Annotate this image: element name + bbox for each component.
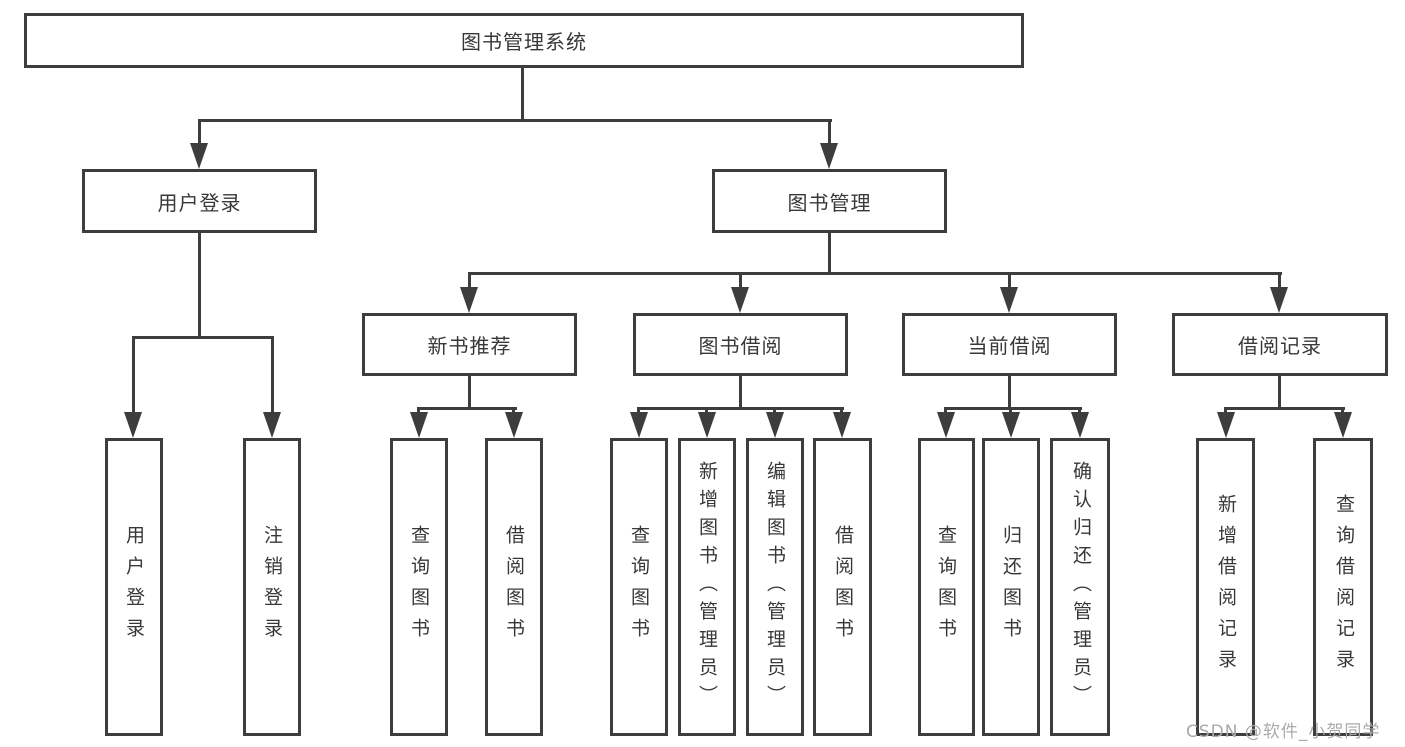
arrowhead-down	[1270, 287, 1288, 313]
connector-drop	[828, 119, 831, 147]
arrowhead-down	[190, 143, 208, 169]
connector-drop	[773, 407, 776, 415]
arrowhead-down	[766, 412, 784, 438]
connector-user-login-horizontal	[132, 336, 274, 339]
connector-drop	[1078, 407, 1081, 415]
leaf-borrow-books: 借阅图书	[813, 438, 872, 736]
connector-horizontal	[1224, 407, 1345, 410]
arrowhead-down	[410, 412, 428, 438]
connector-root-stem	[521, 68, 524, 122]
leaf-query-books-recommend: 查询图书	[390, 438, 448, 736]
node-label: 借阅图书	[503, 525, 525, 649]
node-label: 查询借阅记录	[1333, 494, 1355, 680]
node-label: 图书管理系统	[461, 30, 587, 54]
leaf-query-books-borrowing: 查询图书	[610, 438, 668, 736]
arrowhead-down	[1071, 412, 1089, 438]
node-label: 新书推荐	[427, 334, 512, 358]
connector-stem	[1278, 376, 1281, 410]
connector-drop	[944, 407, 947, 415]
connector-drop	[512, 407, 515, 415]
leaf-return-books: 归还图书	[982, 438, 1040, 736]
node-new-book-recommend: 新书推荐	[362, 313, 577, 376]
connector-drop	[132, 336, 135, 414]
node-label: 借阅图书	[832, 525, 854, 649]
connector-drop	[198, 119, 201, 147]
connector-stem	[468, 376, 471, 410]
node-library-system: 图书管理系统	[24, 13, 1024, 68]
connector-drop	[739, 272, 742, 290]
node-label: 归还图书	[1000, 525, 1022, 649]
leaf-query-books-current: 查询图书	[918, 438, 975, 736]
connector-root-horizontal	[198, 119, 832, 122]
connector-horizontal	[417, 407, 517, 410]
connector-drop	[840, 407, 843, 415]
connector-drop	[417, 407, 420, 415]
leaf-edit-books-admin: 编辑图书（管理员）	[746, 438, 804, 736]
node-label: 新增图书（管理员）	[696, 461, 718, 713]
node-borrowing-records: 借阅记录	[1172, 313, 1388, 376]
connector-stem	[1008, 376, 1011, 410]
arrowhead-down	[1002, 412, 1020, 438]
connector-horizontal	[637, 407, 844, 410]
connector-drop	[1008, 272, 1011, 290]
connector-drop	[1009, 407, 1012, 415]
connector-drop	[1341, 407, 1344, 415]
node-label: 当前借阅	[967, 334, 1052, 358]
connector-book-mgmt-horizontal	[468, 272, 1282, 275]
leaf-user-login: 用户登录	[105, 438, 163, 736]
node-label: 用户登录	[123, 525, 145, 649]
arrowhead-down	[1217, 412, 1235, 438]
leaf-add-borrow-record: 新增借阅记录	[1196, 438, 1255, 736]
arrowhead-down	[630, 412, 648, 438]
node-current-borrowing: 当前借阅	[902, 313, 1117, 376]
connector-horizontal	[944, 407, 1082, 410]
node-book-management: 图书管理	[712, 169, 947, 233]
connector-drop	[271, 336, 274, 414]
leaf-logout: 注销登录	[243, 438, 301, 736]
node-user-login: 用户登录	[82, 169, 317, 233]
connector-drop	[468, 272, 471, 290]
node-label: 借阅记录	[1238, 334, 1322, 358]
arrowhead-down	[698, 412, 716, 438]
node-label: 查询图书	[408, 525, 430, 649]
node-label: 新增借阅记录	[1215, 494, 1237, 680]
arrowhead-down	[1000, 287, 1018, 313]
connector-drop	[1224, 407, 1227, 415]
node-label: 用户登录	[157, 190, 242, 215]
arrowhead-down	[460, 287, 478, 313]
node-book-borrowing: 图书借阅	[633, 313, 848, 376]
node-label: 图书管理	[787, 190, 872, 215]
leaf-query-borrow-record: 查询借阅记录	[1313, 438, 1373, 736]
connector-drop	[1278, 272, 1281, 290]
arrowhead-down	[1334, 412, 1352, 438]
arrowhead-down	[505, 412, 523, 438]
csdn-watermark: CSDN @软件_小贺同学	[1186, 722, 1381, 742]
connector-user-login-stem	[198, 233, 201, 339]
connector-stem	[739, 376, 742, 410]
connector-drop	[705, 407, 708, 415]
node-label: 查询图书	[935, 525, 957, 649]
node-label: 确认归还（管理员）	[1070, 461, 1092, 713]
arrowhead-down	[731, 287, 749, 313]
node-label: 注销登录	[261, 525, 283, 649]
arrowhead-down	[124, 412, 142, 438]
leaf-add-books-admin: 新增图书（管理员）	[678, 438, 736, 736]
node-label: 编辑图书（管理员）	[764, 461, 786, 713]
connector-drop	[637, 407, 640, 415]
node-label: 查询图书	[628, 525, 650, 649]
node-label: 图书借阅	[698, 334, 783, 358]
arrowhead-down	[263, 412, 281, 438]
leaf-borrow-books-recommend: 借阅图书	[485, 438, 543, 736]
connector-book-mgmt-stem	[828, 233, 831, 275]
arrowhead-down	[833, 412, 851, 438]
leaf-confirm-return-admin: 确认归还（管理员）	[1050, 438, 1110, 736]
arrowhead-down	[937, 412, 955, 438]
arrowhead-down	[820, 143, 838, 169]
